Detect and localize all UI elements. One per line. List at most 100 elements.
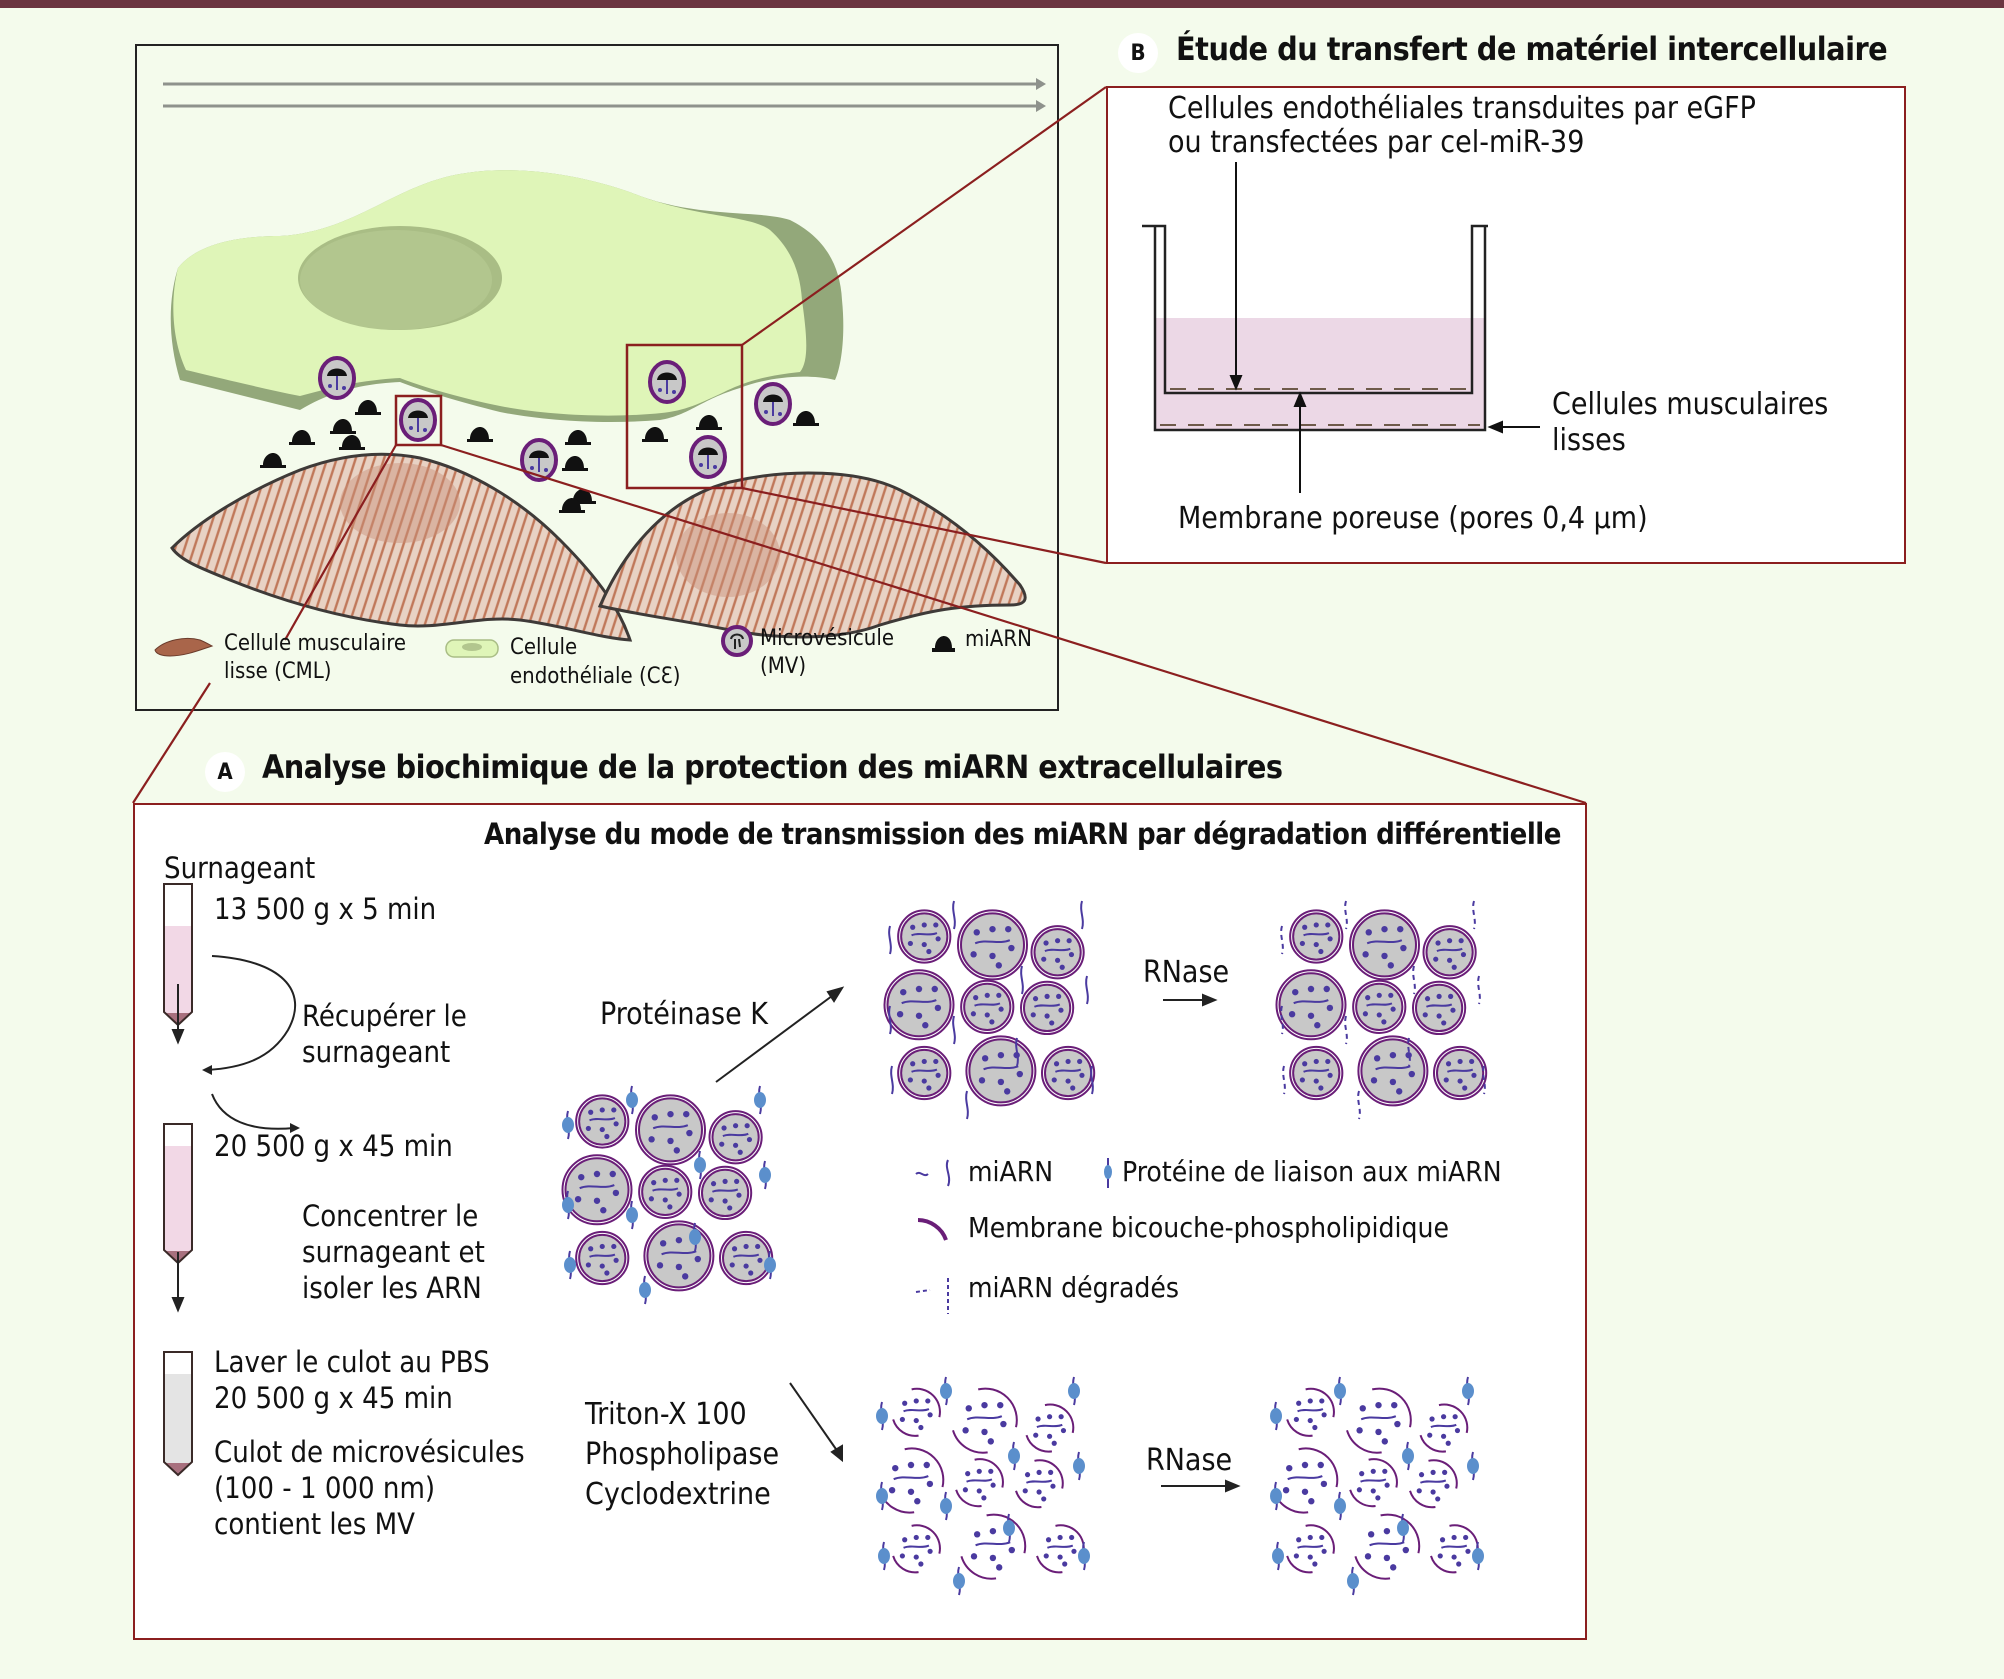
vesicle-cluster: [883, 900, 1096, 1120]
vesicle: [892, 1387, 941, 1437]
protocol-side-2-line-3: isoler les ARN: [302, 1271, 482, 1305]
legend-label-ce-1: Cellule: [510, 635, 578, 660]
proteinase-arrow: [715, 992, 837, 1083]
legend-label-cml-2: lisse (CML): [224, 659, 332, 684]
vesicle-cluster: [561, 1085, 776, 1305]
legend-label-cml-1: Cellule musculaire: [224, 631, 407, 656]
legend-label-membrane: Membrane bicouche-phospholipidique: [968, 1211, 1450, 1244]
mirna: [793, 411, 819, 426]
protocol-result-line-1: Culot de microvésicules: [214, 1435, 525, 1469]
panel-b-label-smooth-muscle-1: Cellules musculaires: [1552, 387, 1829, 422]
vesicle: [1354, 1513, 1421, 1580]
vesicle: [1409, 1459, 1458, 1509]
vesicle: [1286, 1387, 1335, 1437]
rnase-label-upper: RNase: [1143, 955, 1230, 990]
vesicle: [1286, 1524, 1335, 1574]
vesicle: [575, 1230, 630, 1286]
protocol-step-3-line-2: 20 500 g x 45 min: [214, 1381, 453, 1415]
protocol-result-line-3: contient les MV: [214, 1507, 415, 1541]
mirna: [559, 498, 585, 513]
vesicle: [957, 909, 1028, 981]
microvesicle: [648, 360, 686, 404]
vesicle: [965, 1035, 1037, 1107]
protocol-side-2-line-2: surnageant et: [302, 1235, 485, 1269]
mirna: [565, 430, 591, 445]
overview-microvesicles: [318, 356, 792, 482]
protocol-step-2: 20 500 g x 45 min: [214, 1129, 453, 1163]
protocol-step-3-line-1: Laver le culot au PBS: [214, 1345, 490, 1379]
zoom-box-small: [394, 394, 443, 447]
mirna: [355, 400, 381, 415]
mirna: [330, 419, 356, 434]
vesicle: [1422, 925, 1477, 980]
treatment-detergent-line-3: Cyclodextrine: [585, 1477, 771, 1512]
protocol-side-1-line-1: Récupérer le: [302, 999, 467, 1033]
vesicle: [1419, 1403, 1469, 1453]
vesicle: [708, 1110, 763, 1165]
microvesicle: [399, 398, 437, 442]
vesicle: [1025, 1403, 1075, 1453]
legend-label-degraded-mirna: miARN dégradés: [968, 1271, 1180, 1304]
vesicle: [1346, 1387, 1412, 1454]
vesicle: [1432, 1045, 1488, 1101]
vesicle: [1352, 979, 1407, 1034]
vesicle: [878, 1447, 945, 1514]
membrane-bilayer-icon: [917, 1218, 948, 1241]
panel-b-label-endothelial-2: ou transfectées par cel-miR-39: [1168, 125, 1585, 160]
microvesicle-icon: [721, 625, 753, 657]
concentrate-arrow: [211, 1093, 295, 1130]
vesicle: [1349, 1458, 1398, 1508]
microvesicle: [318, 356, 356, 400]
protocol-start-label: Surnageant: [164, 851, 316, 885]
legend-icons: [154, 625, 955, 658]
vesicle: [1030, 925, 1085, 980]
vesicle: [1040, 1045, 1096, 1101]
panel-b-label-membrane: Membrane poreuse (pores 0,4 µm): [1178, 501, 1648, 536]
culture-medium: [1155, 318, 1485, 430]
panel-b-badge: B: [1118, 33, 1158, 73]
mirna: [339, 435, 365, 450]
zoom-box-large: [625, 343, 744, 490]
vesicle: [575, 1094, 630, 1149]
vesicle: [1430, 1524, 1479, 1574]
endothelial-cell-icon: [445, 639, 499, 658]
vesicle: [1349, 909, 1420, 981]
legend-label-ce-2: endothéliale (CƐ): [510, 664, 681, 689]
vesicle: [697, 1165, 753, 1221]
microvesicle: [520, 438, 558, 482]
vesicle: [1357, 1035, 1429, 1107]
connector-lines: [132, 86, 1587, 805]
tube-2: [163, 1123, 193, 1265]
vesicle: [897, 1045, 952, 1101]
treatment-detergent-line-1: Triton-X 100: [585, 1397, 747, 1432]
vesicle-cluster: [1270, 1376, 1484, 1596]
binding-protein-icon: [1104, 1158, 1112, 1188]
vesicle: [952, 1387, 1018, 1454]
protocol-side-2-line-1: Concentrer le: [302, 1199, 479, 1233]
vesicle: [1289, 1045, 1344, 1101]
tube-1: [163, 883, 193, 1027]
vesicle-cluster: [1275, 900, 1488, 1120]
mirna: [562, 456, 588, 471]
panel-b-title: Étude du transfert de matériel intercell…: [1176, 30, 1888, 68]
detergent-arrow: [789, 1382, 839, 1453]
vesicle: [892, 1524, 941, 1574]
mirna: [289, 430, 315, 445]
panel-a-box: [133, 803, 1587, 1640]
legend-label-binding-protein: Protéine de liaison aux miARN: [1122, 1155, 1502, 1188]
panel-b-label-endothelial-1: Cellules endothéliales transduites par e…: [1168, 91, 1756, 126]
protocol-step-1: 13 500 g x 5 min: [214, 892, 437, 926]
legend-label-mirna-strand: miARN: [968, 1155, 1054, 1188]
panel-b-box: [1106, 86, 1906, 564]
vesicle: [718, 1230, 774, 1286]
smooth-muscle-cell-left: [170, 452, 633, 642]
top-color-band: [0, 0, 2004, 8]
treatment-proteinase-k: Protéinase K: [600, 997, 768, 1032]
flow-arrows: [163, 78, 1046, 112]
legend-label-mirna: miARN: [965, 627, 1032, 652]
vesicle: [638, 1164, 693, 1219]
